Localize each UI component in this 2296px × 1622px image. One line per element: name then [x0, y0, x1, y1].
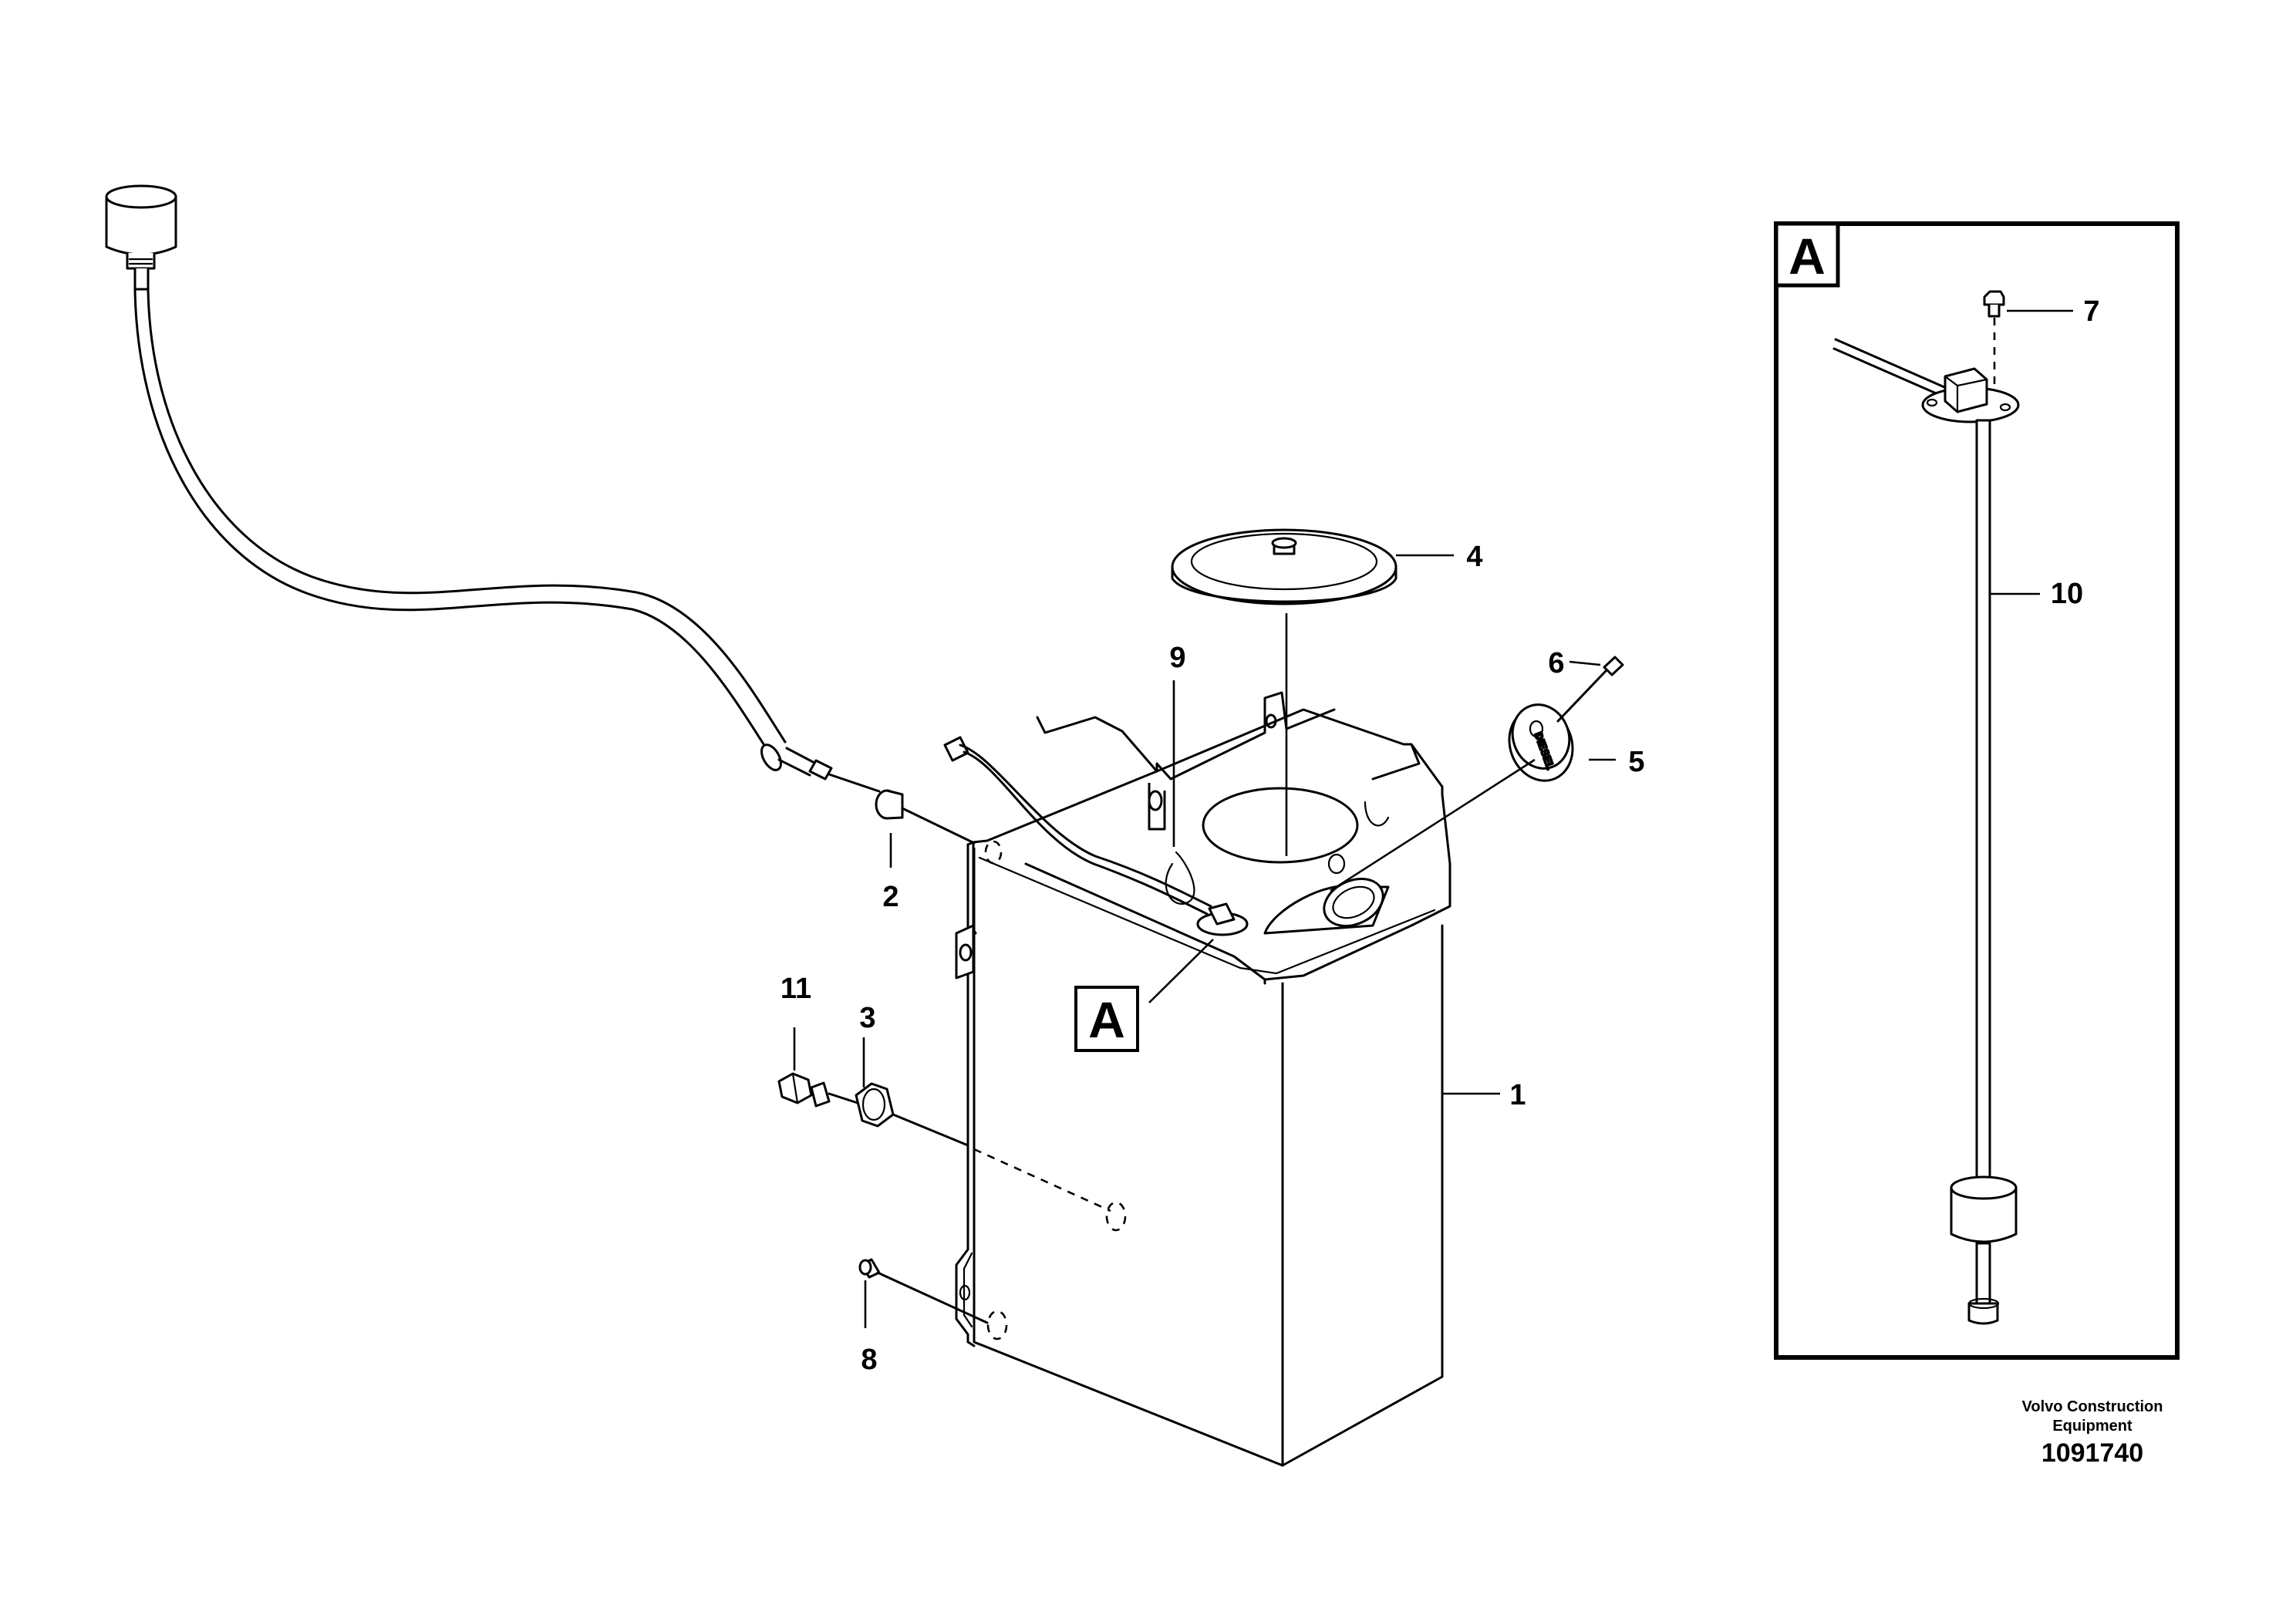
callout-4: 4 [1466, 541, 1482, 573]
callout-leaders [793, 554, 1616, 1328]
drain-plug-assembly [777, 789, 1111, 1324]
detail-box-letter: A [1789, 228, 1826, 285]
callout-7: 7 [2083, 295, 2099, 328]
callout-numbers: 1 2 3 4 5 6 7 8 9 10 11 [781, 295, 2100, 1376]
callout-10: 10 [2051, 578, 2083, 610]
callout-6: 6 [1548, 647, 1564, 679]
callout-11: 11 [781, 973, 811, 1005]
detail-marker-a: A [1074, 986, 1139, 1052]
callout-1: 1 [1509, 1079, 1526, 1111]
callout-3: 3 [859, 1002, 875, 1034]
callout-8: 8 [861, 1344, 877, 1376]
footer: Volvo Construction Equipment 1091740 [2022, 1398, 2163, 1468]
callout-5: 5 [1628, 746, 1644, 778]
drawing-number: 1091740 [2041, 1438, 2143, 1468]
wire-harness [943, 736, 1249, 936]
level-sender [1832, 290, 2020, 1325]
company-name-line1: Volvo Construction [2022, 1398, 2163, 1415]
callout-9: 9 [1169, 642, 1185, 674]
fuel-tank [955, 691, 1451, 1467]
filler-cap: DIESEL [1330, 656, 1624, 892]
tank-lid [1171, 528, 1397, 856]
breather-hose-assembly [105, 184, 881, 793]
company-name-line2: Equipment [2052, 1418, 2132, 1435]
callout-2: 2 [882, 881, 899, 913]
detail-box-a: A [1774, 221, 2180, 1360]
detail-marker-letter: A [1088, 991, 1125, 1048]
